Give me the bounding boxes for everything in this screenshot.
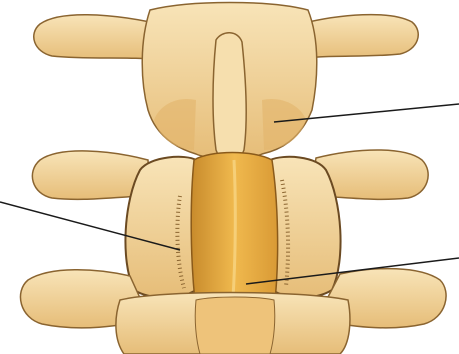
- left-lamina: [125, 157, 199, 298]
- upper-spinous-process: [213, 33, 246, 162]
- lower-central-segment: [195, 297, 275, 354]
- upper-left-transverse-process: [34, 15, 160, 60]
